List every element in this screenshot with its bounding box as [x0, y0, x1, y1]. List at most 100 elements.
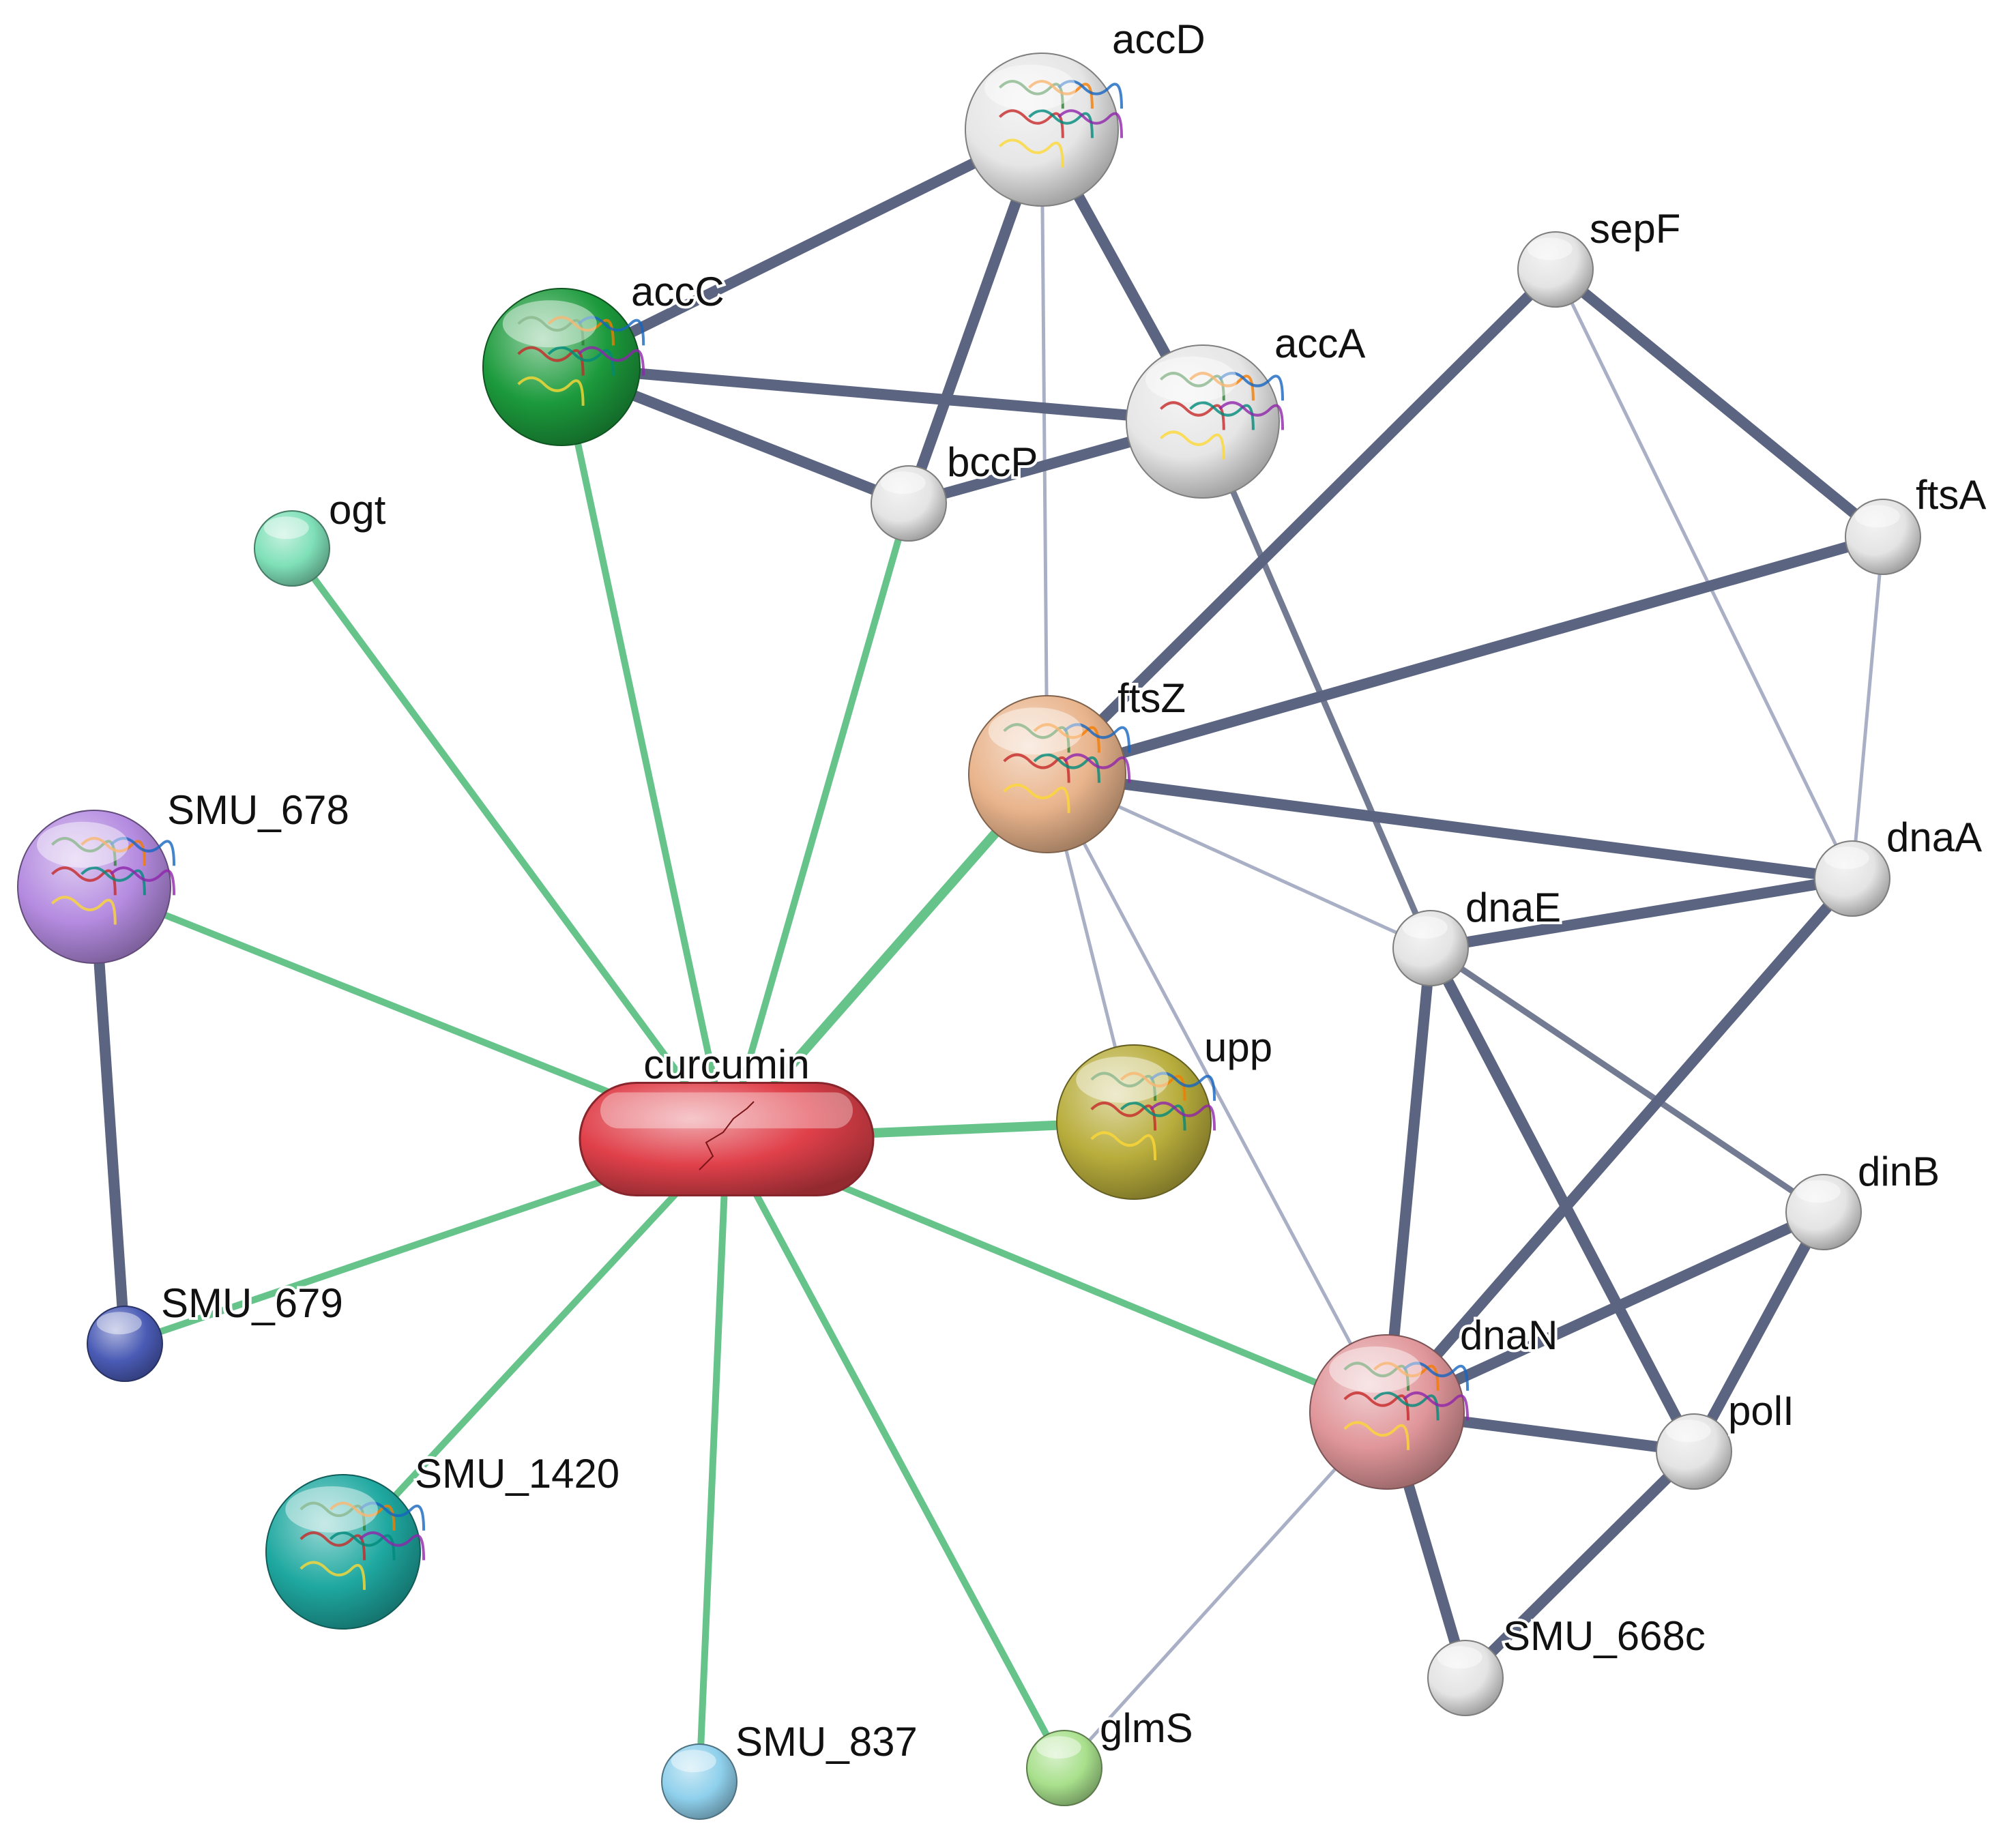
node-sphere[interactable]	[1056, 1044, 1212, 1200]
node-sphere[interactable]	[1814, 840, 1890, 917]
gloss-highlight	[1665, 1419, 1711, 1443]
edge-dnaN-glmS[interactable]	[1062, 1410, 1389, 1770]
edge-sepF-ftsZ[interactable]	[1042, 264, 1561, 780]
node-sphere[interactable]	[871, 465, 947, 542]
edge-ftsA-dnaA[interactable]	[1850, 535, 1885, 881]
edge-dnaA-dnaN[interactable]	[1382, 873, 1858, 1417]
edge-curcumin-bccP[interactable]	[723, 500, 912, 1143]
node-label-ogt: ogt	[329, 487, 386, 533]
node-sphere[interactable]	[482, 288, 641, 446]
node-label-dinB: dinB	[1858, 1149, 1940, 1194]
edge-dnaE-polI[interactable]	[1425, 943, 1699, 1457]
node-polI[interactable]	[1656, 1413, 1732, 1490]
node-sphere[interactable]	[1026, 1730, 1102, 1806]
node-sphere[interactable]	[87, 1306, 163, 1382]
edge-sepF-dnaA[interactable]	[1553, 267, 1854, 881]
node-dnaN[interactable]	[1309, 1334, 1470, 1490]
node-bccP[interactable]	[871, 465, 947, 542]
protein-structure-icon	[50, 837, 176, 925]
node-sphere[interactable]	[1126, 344, 1280, 499]
gloss-highlight	[1145, 356, 1238, 403]
node-accC[interactable]	[482, 288, 645, 446]
edge-dinB-polI[interactable]	[1689, 1207, 1829, 1457]
node-dnaE[interactable]	[1392, 910, 1469, 986]
edge-dnaE-dinB[interactable]	[1427, 945, 1827, 1216]
edge-accC-accA[interactable]	[556, 362, 1208, 427]
edge-curcumin-SMU_1420[interactable]	[340, 1136, 730, 1555]
node-sphere[interactable]	[1785, 1174, 1862, 1250]
edge-sepF-ftsA[interactable]	[1550, 264, 1888, 542]
node-label-accC: accC	[631, 269, 725, 314]
gloss-highlight	[96, 1312, 142, 1335]
node-label-ftsZ: ftsZ	[1117, 675, 1186, 721]
nodes-layer	[17, 53, 1921, 1820]
protein-structure-icon	[998, 80, 1124, 168]
node-sphere[interactable]	[968, 695, 1126, 853]
node-label-SMU_679: SMU_679	[161, 1280, 343, 1326]
edge-ftsZ-dnaN[interactable]	[1045, 772, 1389, 1414]
node-sphere[interactable]	[1517, 231, 1594, 308]
gloss-highlight	[1402, 916, 1448, 939]
node-accA[interactable]	[1126, 344, 1285, 499]
edge-polI-SMU_668c[interactable]	[1460, 1446, 1699, 1683]
edge-curcumin-ftsZ[interactable]	[722, 769, 1052, 1144]
node-label-bccP: bccP	[947, 439, 1038, 485]
gloss-highlight	[1036, 1736, 1081, 1759]
node-sphere[interactable]	[265, 1474, 421, 1630]
edge-curcumin-ogt[interactable]	[289, 545, 730, 1143]
node-SMU_668c[interactable]	[1427, 1640, 1504, 1716]
edge-ftsA-ftsZ[interactable]	[1042, 531, 1888, 780]
node-label-glmS: glmS	[1100, 1705, 1193, 1751]
gloss-highlight	[1329, 1346, 1422, 1393]
protein-structure-icon	[517, 316, 645, 406]
node-sphere[interactable]	[661, 1743, 737, 1820]
gloss-highlight	[880, 471, 926, 495]
protein-structure-icon	[1343, 1361, 1470, 1450]
node-sphere[interactable]	[1392, 910, 1469, 986]
node-ogt[interactable]	[254, 510, 330, 587]
gloss-highlight	[502, 300, 597, 348]
node-dnaA[interactable]	[1814, 840, 1890, 917]
node-dinB[interactable]	[1785, 1174, 1862, 1250]
gloss-highlight	[263, 516, 309, 540]
node-label-dnaE: dnaE	[1465, 885, 1561, 930]
node-sphere[interactable]	[254, 510, 330, 587]
node-sphere[interactable]	[1309, 1334, 1465, 1490]
gloss-highlight	[1824, 846, 1869, 870]
node-label-accA: accA	[1274, 321, 1365, 366]
edge-accD-ftsZ[interactable]	[1040, 128, 1049, 776]
gloss-highlight	[988, 707, 1083, 755]
node-sphere[interactable]	[17, 810, 171, 964]
edge-curcumin-glmS[interactable]	[723, 1136, 1068, 1771]
compound-pill[interactable]	[579, 1082, 875, 1196]
node-label-SMU_668c: SMU_668c	[1503, 1613, 1706, 1659]
edge-dinB-dnaN[interactable]	[1382, 1207, 1829, 1417]
protein-structure-icon	[300, 1501, 426, 1590]
protein-structure-icon	[1159, 372, 1285, 460]
node-sphere[interactable]	[1656, 1413, 1732, 1490]
node-sepF[interactable]	[1517, 231, 1594, 308]
node-label-upp: upp	[1204, 1025, 1272, 1070]
gloss-highlight	[984, 64, 1077, 111]
node-SMU_679[interactable]	[87, 1306, 163, 1382]
edge-dnaE-dnaA[interactable]	[1425, 873, 1858, 954]
node-SMU_837[interactable]	[661, 1743, 737, 1820]
edge-curcumin-SMU_837[interactable]	[696, 1136, 730, 1785]
node-curcumin[interactable]	[579, 1082, 875, 1196]
node-upp[interactable]	[1056, 1044, 1216, 1200]
node-SMU_678[interactable]	[17, 810, 176, 964]
edge-ftsZ-dnaA[interactable]	[1042, 769, 1858, 884]
edge-accA-dnaE[interactable]	[1199, 418, 1434, 952]
node-sphere[interactable]	[965, 53, 1119, 207]
gloss-highlight	[285, 1486, 378, 1533]
node-ftsZ[interactable]	[968, 695, 1131, 853]
node-sphere[interactable]	[1427, 1640, 1504, 1716]
edge-curcumin-accC[interactable]	[558, 364, 730, 1143]
node-label-sepF: sepF	[1590, 206, 1680, 252]
node-accD[interactable]	[965, 53, 1124, 207]
node-ftsA[interactable]	[1845, 499, 1921, 575]
node-glmS[interactable]	[1026, 1730, 1102, 1806]
node-sphere[interactable]	[1845, 499, 1921, 575]
node-SMU_1420[interactable]	[265, 1474, 426, 1630]
